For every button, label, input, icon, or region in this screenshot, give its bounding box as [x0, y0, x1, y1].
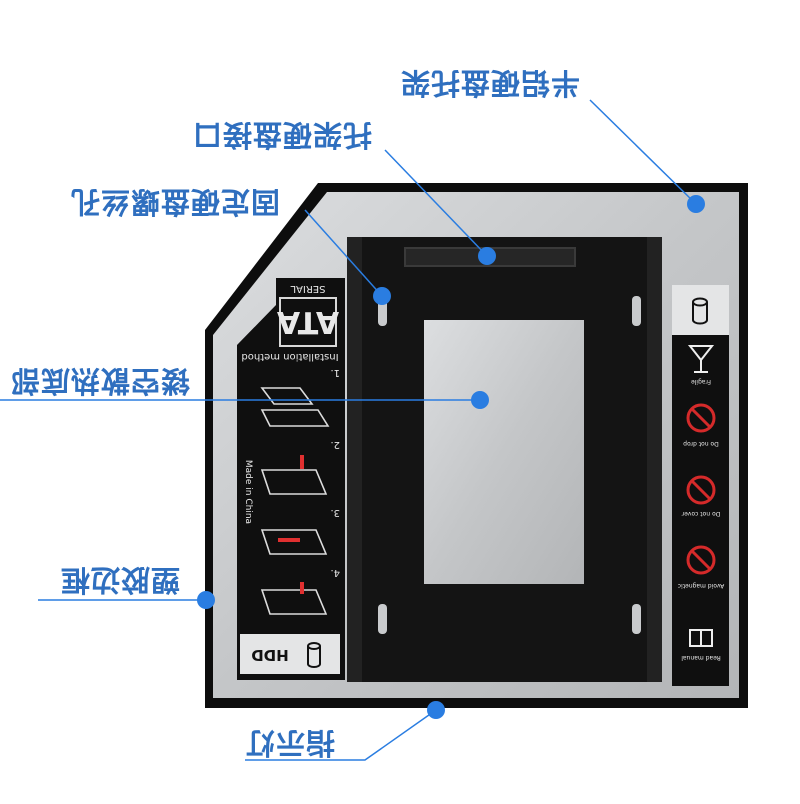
warning-strip	[672, 334, 729, 686]
dot-tray-interface	[478, 247, 496, 265]
no-drop-icon	[686, 403, 716, 433]
dot-hollow-heatsink	[471, 391, 489, 409]
serial-text: SERIAL	[290, 283, 325, 294]
install-arrows	[278, 455, 304, 594]
no-magnet-icon	[686, 545, 716, 575]
hdd-cylinder-icon	[307, 642, 321, 668]
read-manual-icon	[689, 629, 713, 647]
leader-screw-hole	[304, 209, 383, 297]
callout-indicator-light: 指示灯	[245, 726, 336, 760]
leader-aluminum-tray	[589, 99, 697, 205]
step-3: 3.	[330, 507, 340, 518]
hdd-cylinder-icon	[692, 297, 708, 325]
warning-text-3: Do not cover	[681, 510, 720, 517]
hollow-cutout	[424, 320, 584, 584]
callout-screw-hole: 固定硬盘螺丝孔	[70, 185, 281, 219]
hdd-badge	[240, 634, 340, 674]
callout-tray-interface: 托架硬盘接口	[192, 118, 373, 152]
no-press-icon	[686, 475, 716, 505]
leader-indicator-light	[245, 709, 437, 761]
step-1: 1.	[330, 367, 340, 378]
warning-text-1: Fragile	[691, 378, 711, 385]
screw-hole	[632, 296, 641, 326]
ata-text: ATA	[276, 304, 339, 339]
dot-indicator-light	[427, 701, 445, 719]
warning-strip-top	[672, 285, 729, 335]
callout-plastic-edge: 塑胶边框	[60, 563, 181, 597]
ata-box	[279, 297, 337, 347]
warning-text-5: Read manual	[681, 654, 721, 661]
screw-hole	[632, 604, 641, 634]
install-label	[237, 278, 345, 680]
dot-aluminum-tray	[687, 195, 705, 213]
install-step-diagrams	[260, 387, 330, 615]
hdd-text: HDD	[251, 646, 288, 664]
callout-aluminum-tray: 半铝硬盘托架	[400, 66, 581, 100]
callout-hollow-heatsink: 镂空散热底部	[10, 364, 191, 398]
screw-hole	[378, 604, 387, 634]
dot-plastic-edge	[197, 591, 215, 609]
made-in-text: Made in China	[243, 460, 253, 524]
step-2: 2.	[330, 439, 340, 450]
callout-dots	[197, 195, 705, 719]
warning-text-2: Do not drop	[683, 440, 719, 447]
leader-tray-interface	[384, 149, 488, 257]
dot-screw-hole	[373, 287, 391, 305]
installation-text: Installation method	[241, 351, 338, 362]
fragile-glass-icon	[687, 345, 715, 373]
warning-text-4: Avoid magnetic	[678, 582, 725, 589]
step-4: 4.	[330, 567, 340, 578]
callout-lines	[0, 99, 697, 761]
